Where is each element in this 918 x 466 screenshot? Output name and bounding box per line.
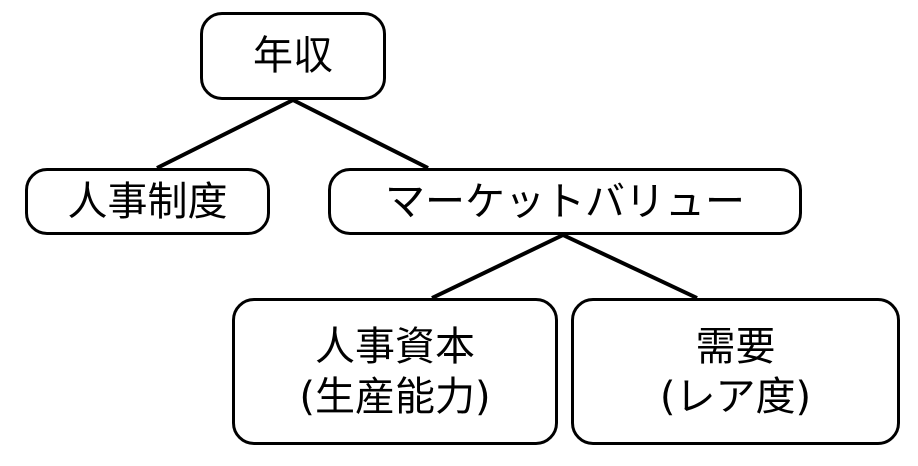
node-human-capital: 人事資本 (生産能力) xyxy=(232,298,558,445)
node-market-value-label: マーケットバリュー xyxy=(385,178,745,225)
connector-root-to-market-value xyxy=(292,98,429,170)
connector-market-value-to-human-capital xyxy=(431,233,564,300)
node-human-capital-title: 人事資本 xyxy=(315,323,475,370)
node-demand-subtitle: (レア度) xyxy=(659,373,812,420)
node-annual-income-label: 年収 xyxy=(253,33,333,79)
node-demand: 需要 (レア度) xyxy=(571,298,900,445)
node-hr-system: 人事制度 xyxy=(25,168,270,235)
node-annual-income: 年収 xyxy=(200,12,386,100)
node-demand-title: 需要 xyxy=(695,323,776,370)
node-hr-system-label: 人事制度 xyxy=(67,178,228,225)
connector-market-value-to-demand xyxy=(562,233,698,300)
node-market-value: マーケットバリュー xyxy=(328,168,802,235)
node-human-capital-subtitle: (生産能力) xyxy=(299,373,491,420)
connector-root-to-jinji-seido xyxy=(156,98,294,170)
